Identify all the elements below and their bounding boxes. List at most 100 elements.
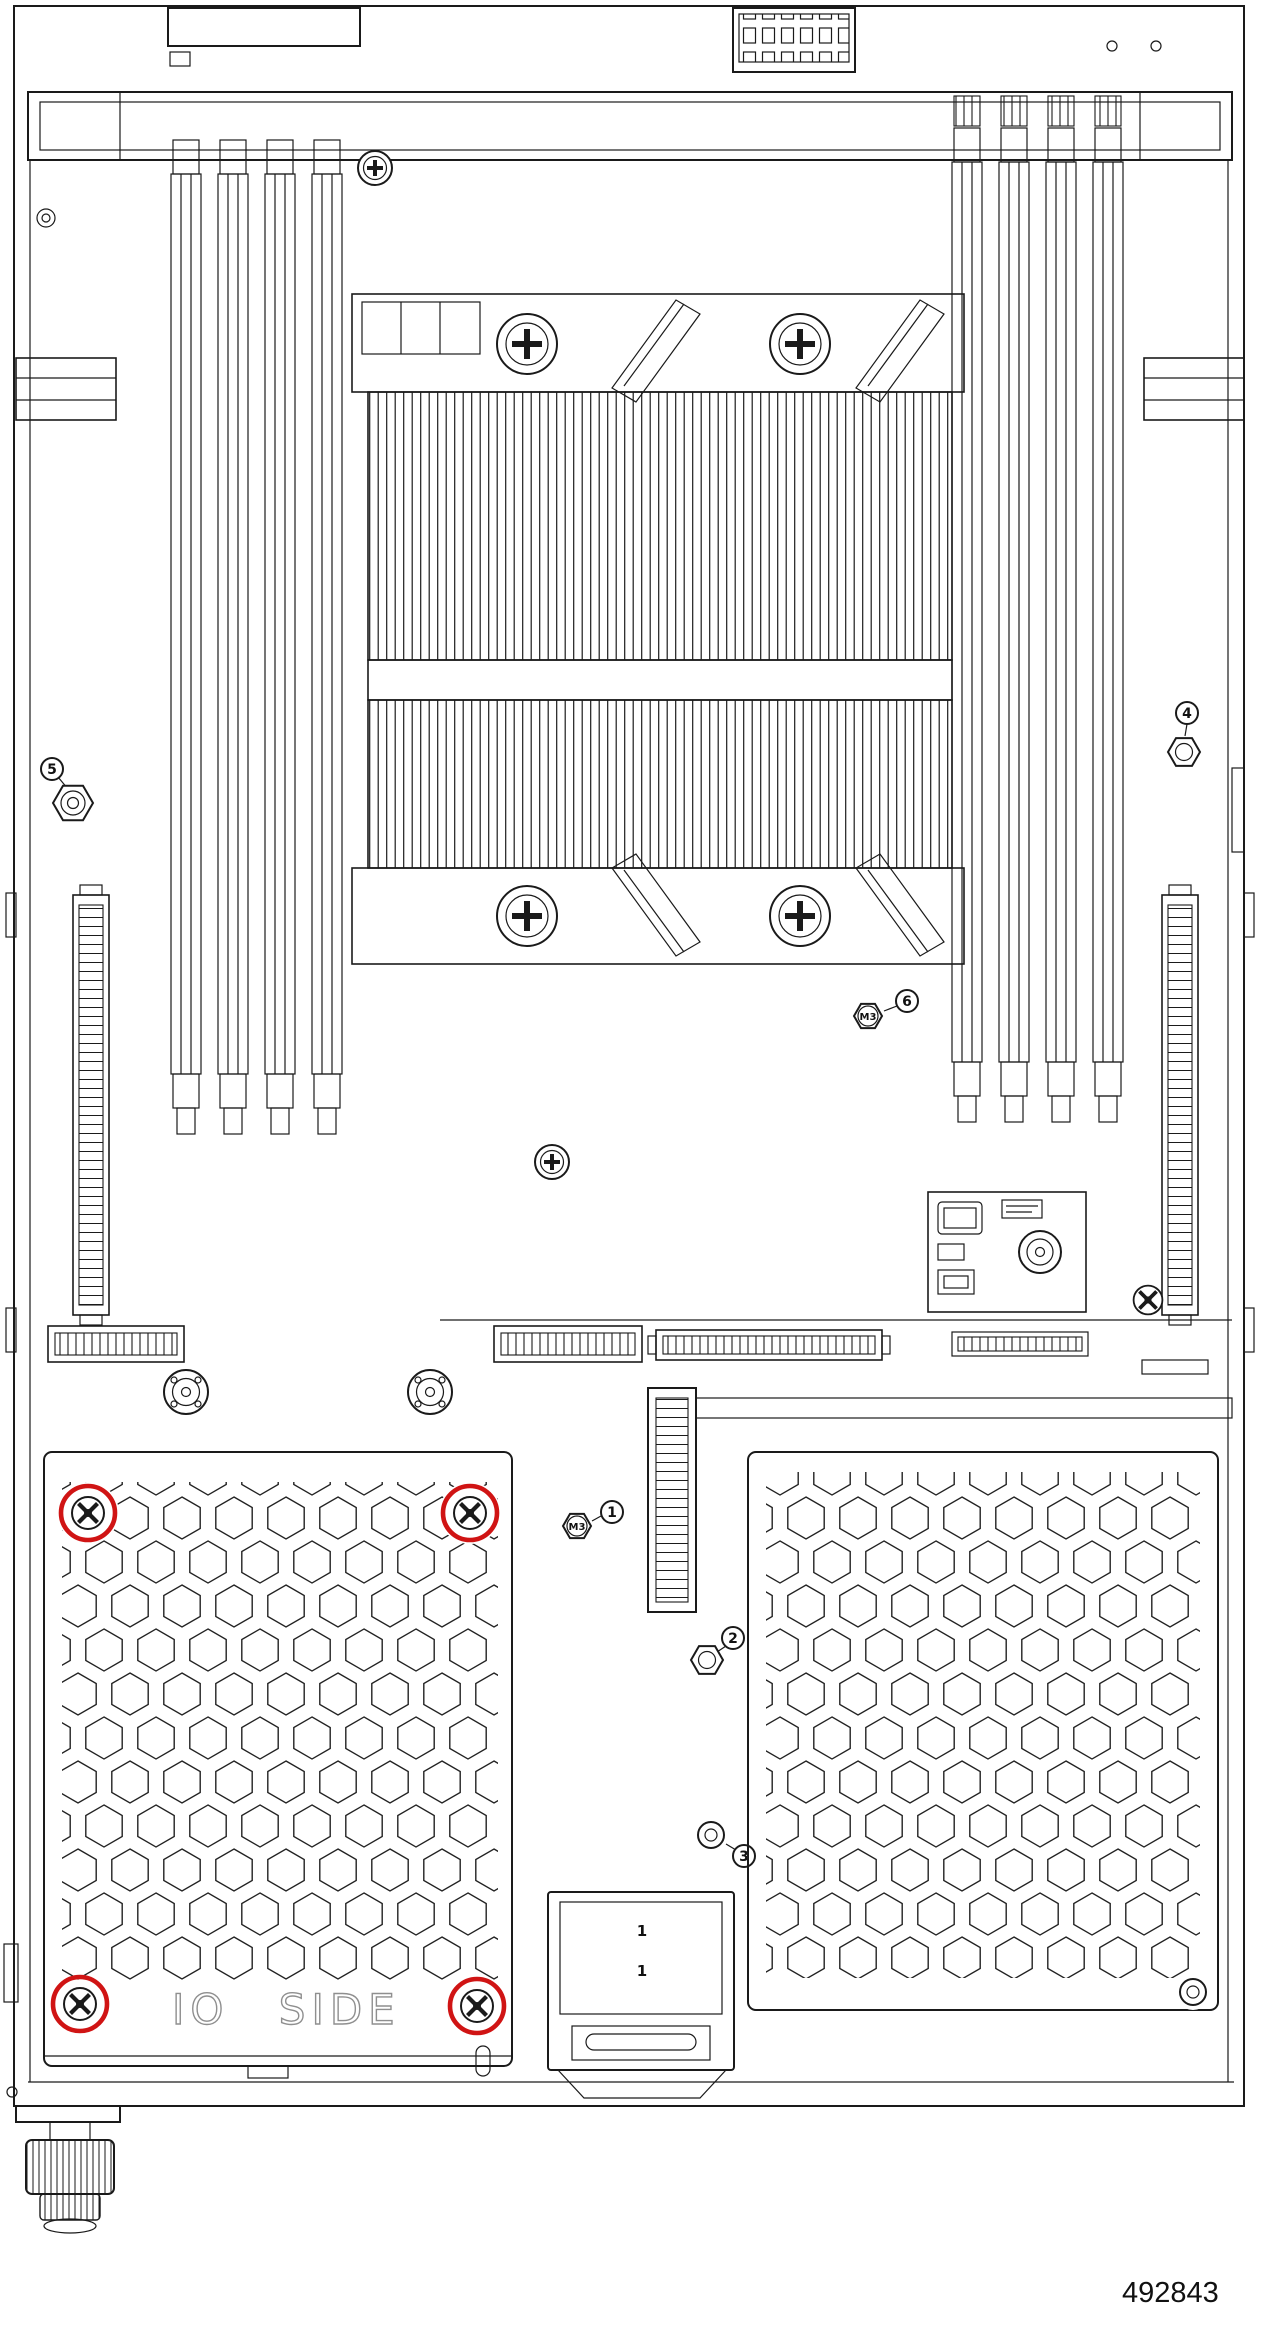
usb-c-port xyxy=(585,2033,697,2051)
hex-standoff xyxy=(690,1645,724,1675)
heatsink-screw xyxy=(497,314,557,374)
callout-6-group: 6 M3 xyxy=(853,989,919,1030)
right-edge-tab xyxy=(1243,892,1255,938)
cover-screw xyxy=(64,1988,96,2020)
dimm-slot xyxy=(264,139,296,1135)
heatsink-screw xyxy=(770,886,830,946)
left-edge-latch xyxy=(3,1943,19,2003)
callout-1-number: 1 xyxy=(607,1505,617,1521)
m3-screw-label: M3 xyxy=(569,1522,586,1533)
heatsink-screw xyxy=(770,314,830,374)
spring-clip xyxy=(611,853,701,957)
io-side-label: IO SIDE xyxy=(172,1985,401,2034)
dimm-slot xyxy=(217,139,249,1135)
figure-number: 492843 xyxy=(1122,2277,1219,2309)
highlighted-screw-bottom-left xyxy=(50,1974,110,2034)
callout-2-number: 2 xyxy=(728,1631,738,1647)
dimm-slot xyxy=(311,139,343,1135)
thumbscrew-knob xyxy=(15,2105,121,2234)
cover-screw xyxy=(454,1497,486,1529)
callout-5-group: 5 xyxy=(40,757,94,822)
board-connector-center xyxy=(493,1325,643,1363)
red-highlight-circle xyxy=(447,1976,507,2036)
callout-5-bubble xyxy=(40,757,64,781)
callout-3-group: 3 xyxy=(697,1821,756,1868)
cover-screw xyxy=(461,1990,493,2022)
dimm-bank-left xyxy=(170,139,343,1135)
coax-connector xyxy=(1018,1230,1062,1274)
heatsink-screw xyxy=(497,886,557,946)
right-edge-tab xyxy=(1243,1307,1255,1353)
connector-row xyxy=(47,1325,1209,1375)
callout-4-number: 4 xyxy=(1182,706,1192,722)
left-edge-tab xyxy=(5,892,17,938)
callout-3-number: 3 xyxy=(739,1849,749,1865)
heatsink-fins-lower xyxy=(367,699,953,869)
spring-clip xyxy=(855,853,945,957)
callout-4-group: 4 xyxy=(1167,701,1201,767)
callout-6-number: 6 xyxy=(902,994,912,1010)
side-port xyxy=(475,2045,491,2077)
callout-4-bubble xyxy=(1175,701,1199,725)
front-connector-assembly: 1 1 xyxy=(475,1891,735,2099)
top-center-connector xyxy=(732,7,856,73)
hex-standoff xyxy=(1167,737,1201,767)
cover-screw-plain xyxy=(1179,1978,1207,2006)
crossbar xyxy=(649,1397,1233,1419)
board-screw-center xyxy=(533,1143,571,1181)
round-screw xyxy=(697,1821,725,1849)
tray-frame xyxy=(3,5,1255,2107)
callout-3-bubble xyxy=(732,1844,756,1868)
board-screw-right xyxy=(1131,1283,1165,1317)
callout-2-bubble xyxy=(721,1626,745,1650)
right-edge-block xyxy=(1231,767,1245,853)
top-right-holes xyxy=(1106,40,1162,52)
mesh-cover-right xyxy=(747,1451,1219,2011)
dimm-slot xyxy=(1092,127,1124,1123)
leader-line xyxy=(1184,723,1188,737)
callout-2-group: 2 xyxy=(690,1626,745,1675)
left-guide-hole xyxy=(36,208,56,228)
round-standoff xyxy=(163,1369,209,1415)
callout-1-bubble xyxy=(600,1500,624,1524)
heatsink-assembly xyxy=(351,293,965,965)
callout-5-number: 5 xyxy=(47,762,57,778)
left-edge-tab xyxy=(5,1307,17,1353)
heatsink-top-bracket xyxy=(351,293,965,393)
red-highlight-circle xyxy=(50,1974,110,2034)
side-rail-left xyxy=(15,357,117,421)
rail-screw xyxy=(356,149,394,187)
dimm-slot xyxy=(951,127,983,1123)
coax-board xyxy=(927,1191,1087,1313)
card-edge-connector xyxy=(647,1387,697,1613)
highlighted-screw-top-left xyxy=(58,1483,118,1543)
callout-6-bubble xyxy=(895,989,919,1013)
dimm-bank-right xyxy=(951,95,1124,1123)
flange xyxy=(556,2069,728,2099)
dimm-slot xyxy=(170,139,202,1135)
callout-1-group: 1 M3 xyxy=(562,1500,624,1540)
spring-clip xyxy=(855,299,945,403)
m3-screw-label: M3 xyxy=(860,1012,877,1023)
top-left-connector xyxy=(167,7,361,67)
red-highlight-circle xyxy=(440,1483,500,1543)
pin-1-mark: 1 xyxy=(637,1962,647,1980)
top-rail xyxy=(27,91,1233,161)
side-rail-right xyxy=(1143,357,1245,421)
cover-screw xyxy=(72,1497,104,1529)
pin-1-mark: 1 xyxy=(637,1922,647,1940)
mezzanine-connector-right xyxy=(1161,884,1199,1326)
heatsink-fins-upper xyxy=(367,391,953,661)
highlighted-screw-top-right xyxy=(440,1483,500,1543)
red-highlight-circle xyxy=(58,1483,118,1543)
leader-line xyxy=(883,1005,898,1012)
hex-standoff xyxy=(52,784,94,822)
hex-perforation xyxy=(62,1482,498,1980)
round-standoff xyxy=(407,1369,453,1415)
mezzanine-connector-left xyxy=(72,884,110,1326)
board-connector-right xyxy=(951,1331,1089,1357)
knurled-barrel xyxy=(25,2139,115,2195)
dimm-slot xyxy=(998,127,1030,1123)
